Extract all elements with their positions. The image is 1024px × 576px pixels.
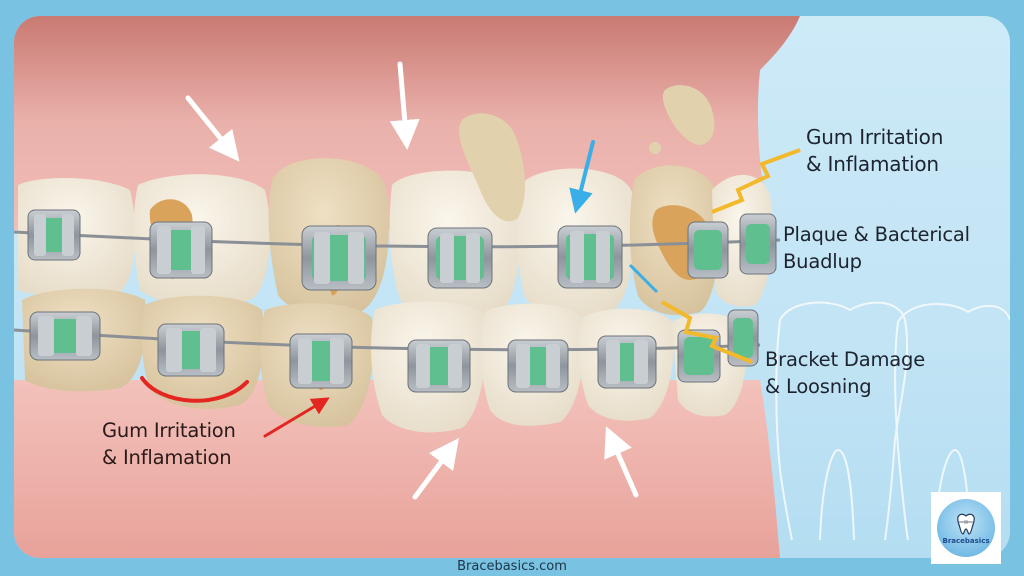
logo-badge: Bracebasics	[937, 499, 995, 557]
lower-gum	[14, 380, 780, 558]
label-bracket-damage: Bracket Damage & Loosning	[765, 346, 925, 400]
label-line: & Loosning	[765, 375, 872, 398]
tooth-with-braces-icon	[957, 513, 975, 535]
red-gum-arc	[140, 376, 249, 403]
logo-brand-text: Bracebasics	[942, 536, 990, 545]
footer-website: Bracebasics.com	[457, 559, 567, 574]
floating-plaque	[459, 85, 715, 222]
label-line: & Inflamation	[102, 446, 232, 469]
arrow-down-right	[185, 95, 240, 162]
label-line: Bracket Damage	[765, 348, 925, 371]
red-arrow	[263, 397, 330, 438]
label-line: Buadlup	[783, 250, 862, 273]
lower-brackets	[29, 309, 759, 393]
label-gum-irritation-bottom: Gum Irritation & Inflamation	[102, 417, 236, 471]
label-plaque-buildup: Plaque & Bacterical Buadlup	[783, 221, 970, 275]
white-arrows	[185, 61, 639, 500]
brand-logo: Bracebasics	[931, 492, 1001, 564]
yellow-zigzag-top	[711, 148, 801, 214]
label-line: Gum Irritation	[806, 125, 944, 149]
arrow-up-left	[604, 426, 639, 498]
arrow-up-right	[412, 437, 459, 500]
label-gum-irritation-top: Gum Irritation & Inflamation	[806, 124, 943, 178]
blue-arrow	[569, 140, 595, 214]
label-line: & Inflamation	[806, 152, 939, 176]
illustration-frame	[14, 16, 1010, 558]
braces-illustration	[14, 16, 1010, 558]
yellow-zigzag-bottom	[661, 300, 753, 364]
label-line: Gum Irritation	[102, 419, 236, 442]
upper-brackets	[27, 209, 777, 291]
arrow-down	[389, 61, 420, 150]
blue-pointer-line	[628, 263, 659, 294]
label-line: Plaque & Bacterical	[783, 223, 970, 246]
